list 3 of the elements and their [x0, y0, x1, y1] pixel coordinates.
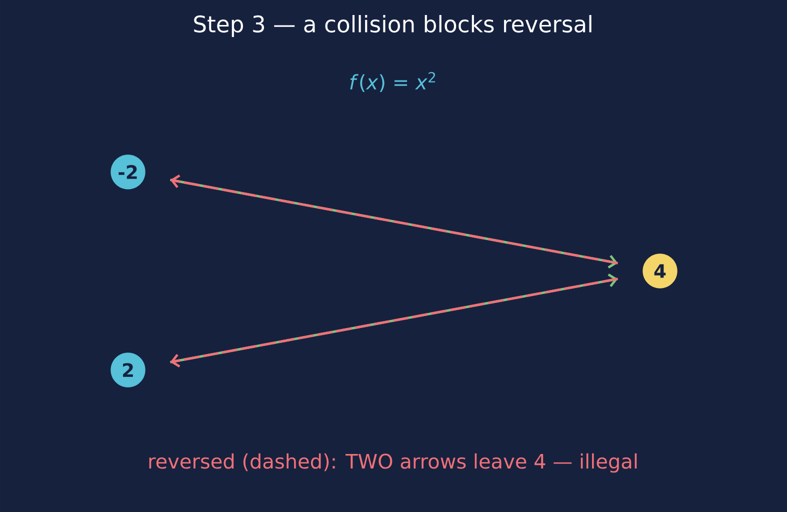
- formula-label: f(x) = x$^{2}$: [350, 72, 436, 92]
- title: Step 3 — a collision blocks reversal: [194, 15, 592, 37]
- caption: reversed (dashed): TWO arrows leave 4 — illegal: [149, 453, 637, 473]
